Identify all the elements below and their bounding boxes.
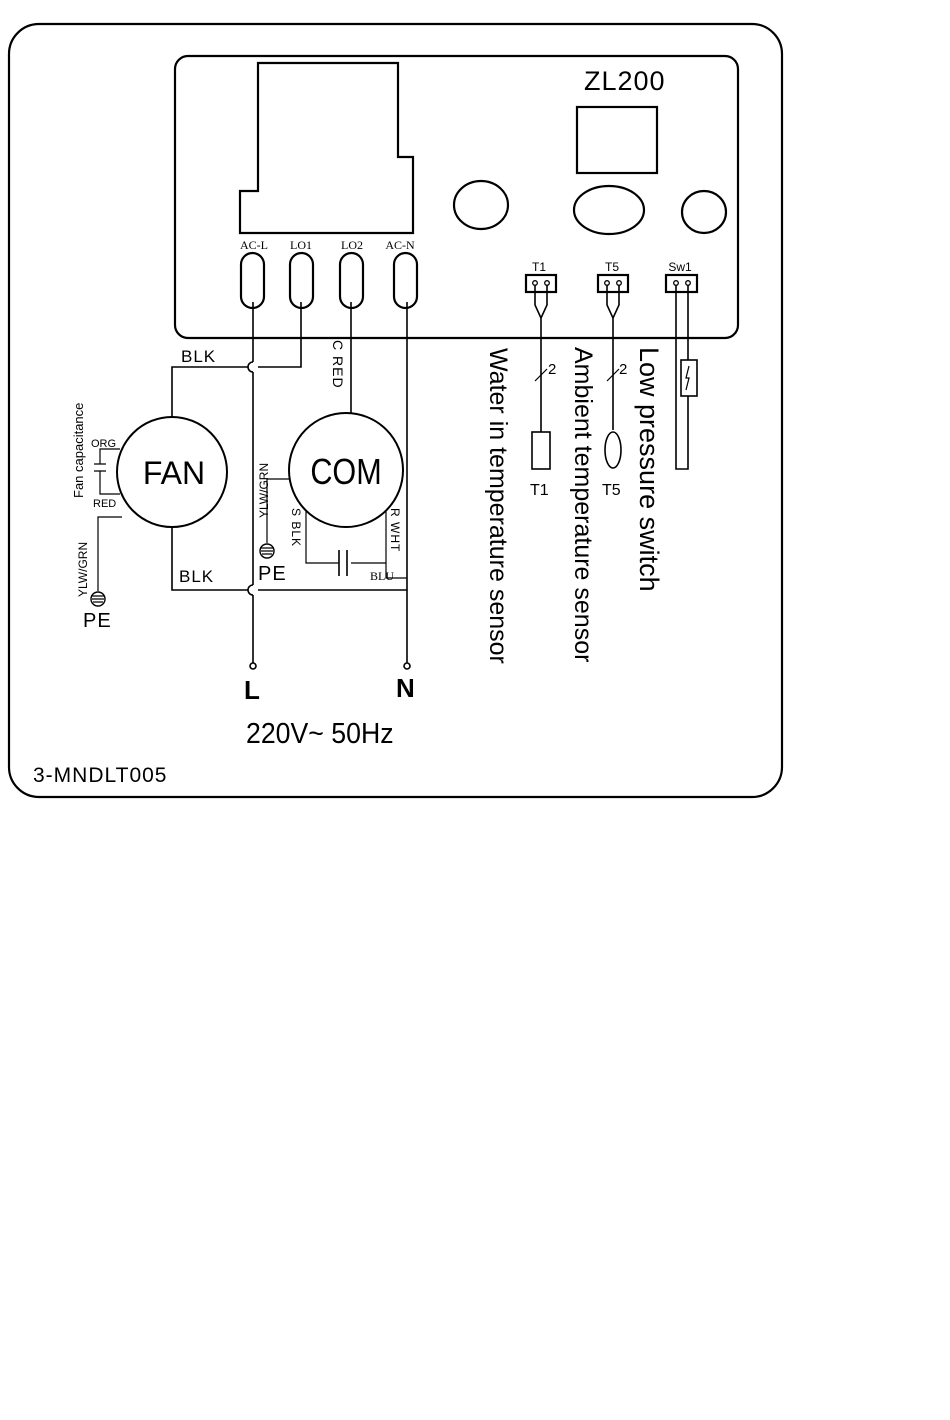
neutral-label: N [396, 673, 415, 703]
fan-ground-symbol [91, 592, 105, 606]
relay-block [240, 63, 413, 233]
terminal-ac-n [394, 253, 417, 308]
terminal-label-lo2: LO2 [341, 238, 363, 252]
board-hole-left [454, 181, 508, 229]
comp-wire-c-label: C RED [330, 340, 346, 389]
fan-capacitor-label: Fan capacitance [71, 403, 86, 498]
fan-wire-org: ORG [91, 438, 116, 450]
terminal-label-lo1: LO1 [290, 238, 312, 252]
fan-label: FAN [143, 455, 205, 491]
sensor-t1-probe [532, 432, 550, 469]
terminal-lo1 [290, 253, 313, 308]
fan-wire-red: RED [93, 498, 116, 510]
t5-tag: T5 [602, 482, 621, 499]
power-spec: 220V~ 50Hz [246, 717, 394, 749]
comp-ground-symbol [260, 544, 274, 558]
terminal-lo2 [340, 253, 363, 308]
port-t1 [526, 275, 556, 292]
compressor-label: COM [310, 453, 381, 493]
comp-wire-s-label: S BLK [289, 508, 303, 547]
live-label: L [244, 675, 260, 705]
fan-ground-wire-label: YLW/GRN [76, 542, 90, 597]
comp-ground-wire-label: YLW/GRN [257, 463, 271, 518]
board-hole-center [574, 186, 644, 234]
comp-cap-wire-label: BLU [370, 569, 394, 583]
t1-count: 2 [548, 361, 556, 378]
terminal-label-ac-n: AC-N [385, 238, 415, 252]
board-hole-right [682, 191, 726, 233]
terminal-point-live [250, 663, 256, 669]
comp-wire-r-label: R WHT [388, 508, 402, 552]
fan-wire-top-label: BLK [181, 347, 216, 366]
water-sensor-caption: Water in temperature sensor [484, 348, 512, 664]
port-label-sw1: Sw1 [668, 260, 692, 274]
port-sw1 [666, 275, 697, 292]
board-model: ZL200 [584, 66, 666, 96]
port-label-t1: T1 [532, 260, 546, 274]
control-board: ZL200 AC-L LO1 LO2 AC-N T1 T5 Sw1 [175, 56, 738, 338]
terminal-ac-l [241, 253, 264, 308]
fan-wire-bottom-label: BLK [179, 567, 214, 586]
ambient-sensor-caption: Ambient temperature sensor [569, 347, 597, 662]
sensor-t5-probe [605, 432, 621, 468]
terminal-point-neutral [404, 663, 410, 669]
display-window [577, 107, 657, 173]
fan-ground-label: PE [83, 610, 112, 632]
diagram-code: 3-MNDLT005 [33, 764, 167, 787]
port-label-t5: T5 [605, 260, 619, 274]
comp-ground-label: PE [258, 563, 287, 585]
t5-count: 2 [619, 361, 627, 378]
port-t5 [598, 275, 628, 292]
low-pressure-caption: Low pressure switch [634, 347, 664, 592]
t1-tag: T1 [530, 482, 549, 499]
terminal-label-ac-l: AC-L [240, 238, 268, 252]
